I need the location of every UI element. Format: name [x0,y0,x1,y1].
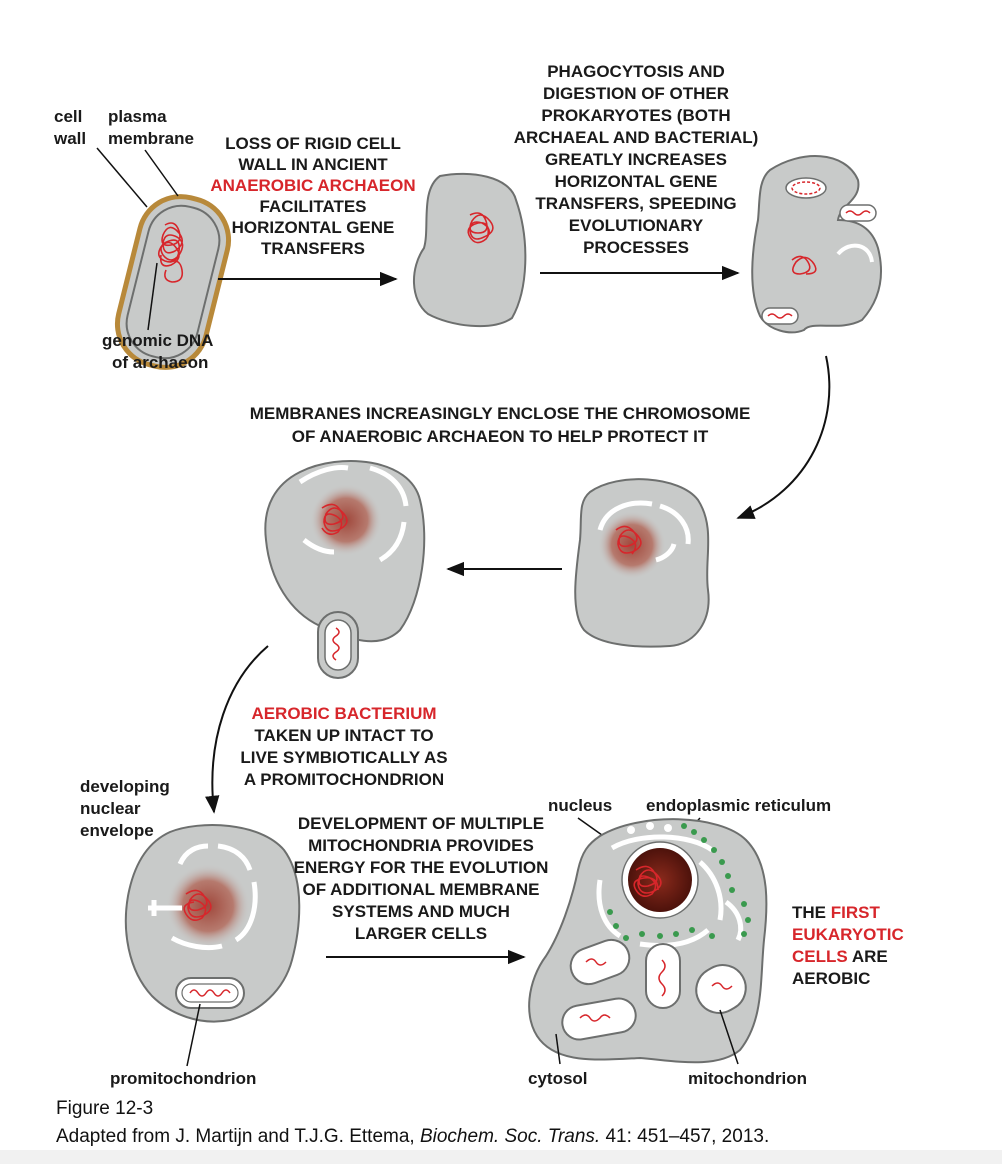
svg-text:LIVE SYMBIOTICALLY AS: LIVE SYMBIOTICALLY AS [240,748,447,767]
svg-text:ANAEROBIC ARCHAEON: ANAEROBIC ARCHAEON [210,176,415,195]
label-nucleus: nucleus [548,796,612,815]
label-developing: developing [80,777,170,796]
svg-text:PROCESSES: PROCESSES [583,238,689,257]
figure-number: Figure 12-3 [56,1098,153,1119]
svg-text:THE FIRST: THE FIRST [792,903,880,922]
svg-text:EVOLUTIONARY: EVOLUTIONARY [569,216,704,235]
svg-text:ENERGY FOR THE EVOLUTION: ENERGY FOR THE EVOLUTION [294,858,549,877]
svg-text:MITOCHONDRIA PROVIDES: MITOCHONDRIA PROVIDES [308,836,534,855]
svg-text:OF ANAEROBIC ARCHAEON TO HELP: OF ANAEROBIC ARCHAEON TO HELP PROTECT IT [292,427,709,446]
label-promitochondrion: promitochondrion [110,1069,256,1088]
label-wall: wall [53,129,86,148]
step-5-text: DEVELOPMENT OF MULTIPLE MITOCHONDRIA PRO… [294,814,549,943]
mitochondria [561,938,747,1041]
svg-text:PHAGOCYTOSIS AND: PHAGOCYTOSIS AND [547,62,725,81]
svg-text:HORIZONTAL GENE: HORIZONTAL GENE [555,172,718,191]
svg-text:LARGER CELLS: LARGER CELLS [355,924,487,943]
label-plasma: plasma [108,107,167,126]
step-6-text: THE FIRST EUKARYOTIC CELLS ARE AEROBIC [792,903,904,988]
cell-engulfing-bacterium [264,460,426,679]
label-membrane: membrane [108,129,194,148]
svg-text:TRANSFERS: TRANSFERS [261,239,365,258]
svg-text:DEVELOPMENT OF MULTIPLE: DEVELOPMENT OF MULTIPLE [298,814,544,833]
svg-text:SYSTEMS AND MUCH: SYSTEMS AND MUCH [332,902,510,921]
step-3-text: MEMBRANES INCREASINGLY ENCLOSE THE CHROM… [250,404,751,446]
svg-text:AEROBIC BACTERIUM: AEROBIC BACTERIUM [251,704,436,723]
archaeon-cell [114,194,232,370]
svg-text:TAKEN UP INTACT TO: TAKEN UP INTACT TO [254,726,433,745]
svg-text:AEROBIC: AEROBIC [792,969,870,988]
svg-text:MEMBRANES INCREASINGLY ENCLOSE: MEMBRANES INCREASINGLY ENCLOSE THE CHROM… [250,404,751,423]
label-endoplasmic-reticulum: endoplasmic reticulum [646,796,831,815]
arrow-5 [205,645,269,814]
step-1-text: LOSS OF RIGID CELL WALL IN ANCIENT ANAER… [210,134,415,258]
wall-less-archaeon [412,172,527,328]
svg-text:EUKARYOTIC: EUKARYOTIC [792,925,904,944]
svg-text:A PROMITOCHONDRION: A PROMITOCHONDRION [244,770,444,789]
genomic-dna-icon [157,222,184,283]
svg-text:DIGESTION OF OTHER: DIGESTION OF OTHER [543,84,729,103]
page-bottom-strip [0,1150,1002,1164]
svg-text:LOSS OF RIGID CELL: LOSS OF RIGID CELL [225,134,401,153]
figure-source: Adapted from J. Martijn and T.J.G. Ettem… [56,1126,769,1147]
svg-text:WALL IN ANCIENT: WALL IN ANCIENT [238,155,388,174]
label-of-archaeon: of archaeon [112,353,208,372]
ribosome-dots [607,823,751,941]
label-nuclear: nuclear [80,799,141,818]
dna-icon [467,212,494,244]
label-cytosol: cytosol [528,1069,588,1088]
svg-text:CELLS ARE: CELLS ARE [792,947,888,966]
step-4-text: AEROBIC BACTERIUM TAKEN UP INTACT TO LIV… [240,704,447,789]
svg-text:PROKARYOTES (BOTH: PROKARYOTES (BOTH [541,106,730,125]
arrow-3 [736,355,831,519]
phagocytosing-cell [751,155,882,334]
label-envelope: envelope [80,821,154,840]
label-mitochondrion: mitochondrion [688,1069,807,1088]
svg-text:OF ADDITIONAL MEMBRANE: OF ADDITIONAL MEMBRANE [302,880,539,899]
cell-with-enclosing-membranes [574,478,710,648]
svg-text:FACILITATES: FACILITATES [259,197,366,216]
cell-with-promitochondrion [124,824,301,1023]
svg-text:HORIZONTAL GENE: HORIZONTAL GENE [232,218,395,237]
first-eukaryotic-cell [528,818,768,1064]
svg-text:ARCHAEAL AND BACTERIAL): ARCHAEAL AND BACTERIAL) [514,128,759,147]
step-2-text: PHAGOCYTOSIS AND DIGESTION OF OTHER PROK… [514,62,759,257]
label-genomic-dna: genomic DNA [102,331,213,350]
svg-text:TRANSFERS, SPEEDING: TRANSFERS, SPEEDING [535,194,736,213]
svg-text:GREATLY INCREASES: GREATLY INCREASES [545,150,727,169]
label-cell: cell [54,107,82,126]
